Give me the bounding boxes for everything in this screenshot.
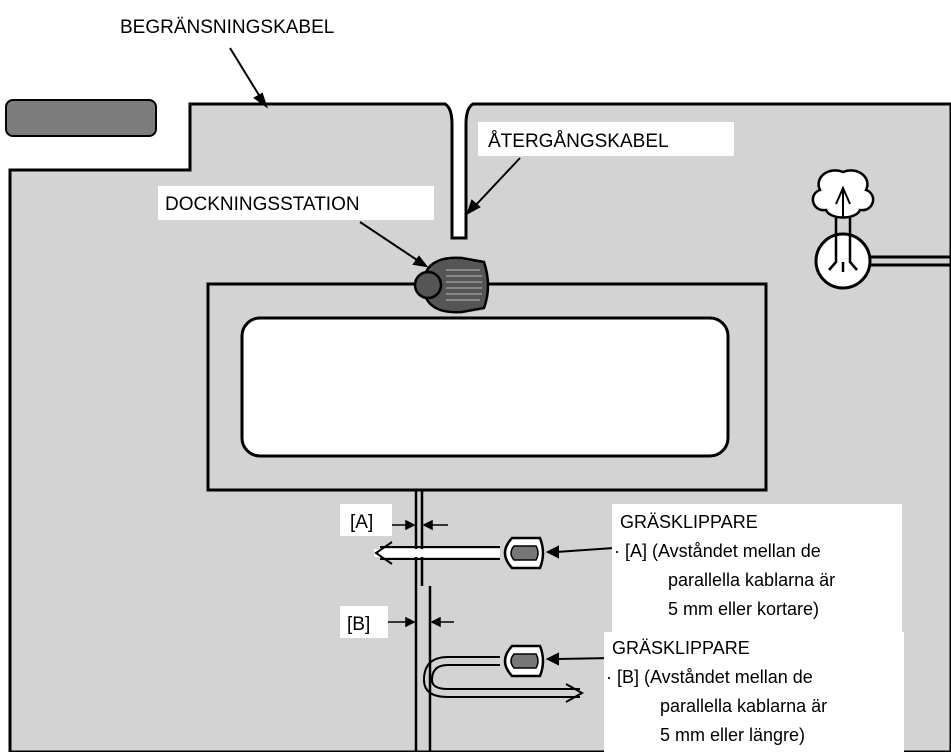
gap-a-label-bg: [340, 504, 392, 536]
mower-b-title: GRÄSKLIPPARE: [612, 638, 750, 658]
return-cable-label: ÅTERGÅNGSKABEL: [488, 131, 669, 152]
tree-icon: [811, 169, 951, 290]
mower-a-line2: parallella kablarna är: [668, 570, 835, 590]
mower-a-label-bg: [612, 504, 902, 632]
mower-b-line1: · [B] (Avståndet mellan de: [606, 667, 813, 687]
gap-a-label: [A]: [350, 512, 373, 533]
gap-b-marker: [388, 616, 454, 628]
mower-a-icon: [503, 536, 545, 570]
mower-a-title: GRÄSKLIPPARE: [620, 512, 758, 532]
mower-a-line3: 5 mm eller kortare): [668, 599, 819, 619]
mower-a-path: [374, 541, 500, 565]
gap-a-marker: [392, 519, 448, 531]
mower-b-label-bg: [604, 632, 904, 752]
gap-b-label: [B]: [347, 614, 370, 635]
docking-station-icon: [413, 256, 490, 314]
leader-arrows: [229, 47, 615, 666]
return-cable-label-bg: [478, 122, 734, 156]
mower-b-path: [422, 656, 585, 703]
docking-station-label: DOCKNINGSSTATION: [165, 194, 360, 215]
patio-block: [5, 99, 157, 137]
docking-label-bg: [158, 186, 434, 220]
mower-a-line1: · [A] (Avståndet mellan de: [614, 541, 821, 561]
mower-b-line3: 5 mm eller längre): [660, 725, 805, 745]
flower-bed-inner: [240, 316, 730, 458]
mower-b-line2: parallella kablarna är: [660, 696, 827, 716]
gap-b-label-bg: [340, 606, 388, 638]
mower-b-icon: [503, 644, 545, 678]
boundary-cable-label: BEGRÄNSNINGSKABEL: [120, 17, 334, 38]
